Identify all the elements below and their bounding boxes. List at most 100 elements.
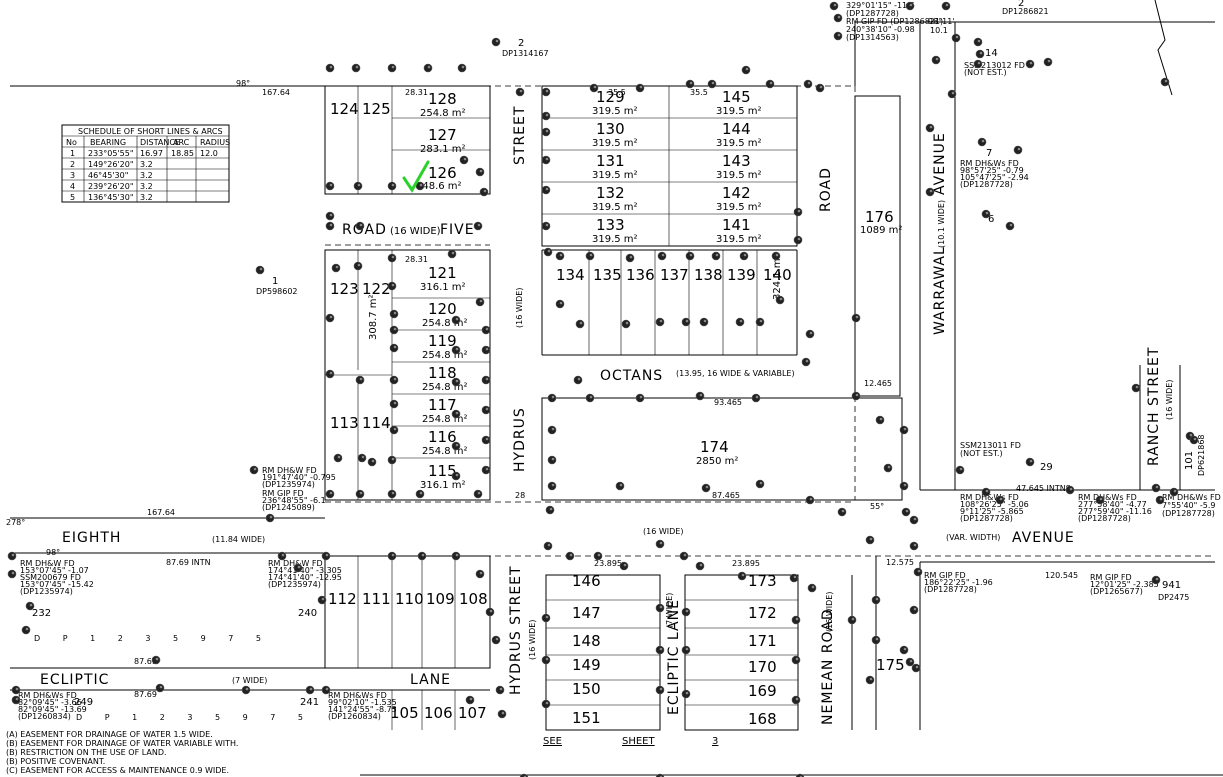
- survey-peg-highlight: [455, 473, 459, 477]
- dim: 35.5: [608, 88, 626, 97]
- survey-peg-icon: [555, 251, 565, 261]
- dim: 12.465: [864, 379, 892, 388]
- lot-number: 135: [593, 266, 622, 284]
- survey-peg-icon: [909, 541, 919, 551]
- survey-peg-highlight: [755, 395, 759, 399]
- survey-peg-highlight: [875, 637, 879, 641]
- survey-peg-icon: [325, 181, 335, 191]
- survey-peg-highlight: [639, 85, 643, 89]
- dim: 28.31: [405, 255, 428, 264]
- survey-peg-highlight: [421, 553, 425, 557]
- survey-peg-icon: [685, 251, 695, 261]
- survey-peg-highlight: [913, 517, 917, 521]
- survey-peg-icon: [255, 265, 265, 275]
- sheet-number: 3: [712, 736, 718, 747]
- survey-peg-icon: [387, 455, 397, 465]
- survey-peg-highlight: [685, 609, 689, 613]
- survey-peg-highlight: [705, 485, 709, 489]
- lot-number: 141: [722, 216, 751, 234]
- dimensions: 98° 167.64 167.64 278° 98° 87.69 INTN 87…: [6, 17, 1078, 699]
- survey-peg-highlight: [869, 677, 873, 681]
- survey-peg-highlight: [797, 237, 801, 241]
- survey-peg-icon: [833, 31, 843, 41]
- survey-peg-icon: [1025, 59, 1035, 69]
- survey-peg-highlight: [479, 571, 483, 575]
- survey-peg-highlight: [329, 65, 333, 69]
- survey-note: 277°59'40" -11.16: [1078, 507, 1152, 516]
- survey-peg-icon: [325, 313, 335, 323]
- survey-peg-highlight: [391, 255, 395, 259]
- lot-number: 232: [32, 608, 51, 619]
- survey-peg-icon: [851, 391, 861, 401]
- survey-peg-highlight: [739, 319, 743, 323]
- survey-peg-highlight: [501, 711, 505, 715]
- survey-peg-icon: [367, 457, 377, 467]
- survey-peg-icon: [871, 635, 881, 645]
- survey-peg-icon: [573, 375, 583, 385]
- survey-peg-highlight: [499, 687, 503, 691]
- survey-peg-icon: [155, 683, 165, 693]
- survey-peg-icon: [807, 583, 817, 593]
- lot-area: 254.8 m²: [422, 414, 468, 425]
- lot-number: 113: [330, 414, 359, 432]
- lot-number: 147: [572, 604, 601, 622]
- schedule-cell: 46°45'30": [88, 171, 128, 180]
- survey-peg-icon: [833, 13, 843, 23]
- survey-peg-highlight: [879, 417, 883, 421]
- survey-peg-highlight: [297, 565, 301, 569]
- survey-peg-highlight: [745, 67, 749, 71]
- survey-peg-icon: [925, 187, 935, 197]
- warrawal-label: WARRAWAL: [932, 246, 948, 335]
- survey-peg-icon: [451, 315, 461, 325]
- survey-peg-icon: [635, 83, 645, 93]
- lot-area: 319.5 m²: [716, 234, 762, 245]
- survey-peg-highlight: [659, 647, 663, 651]
- survey-note: SSM213011 FD: [960, 441, 1021, 450]
- checkmark-icon: [402, 160, 430, 193]
- survey-peg-icon: [447, 249, 457, 259]
- survey-peg-highlight: [769, 81, 773, 85]
- survey-peg-highlight: [629, 255, 633, 259]
- survey-peg-highlight: [625, 321, 629, 325]
- schedule-header: RADIUS: [200, 138, 230, 147]
- lot-number: 176: [865, 208, 894, 226]
- survey-peg-icon: [905, 657, 915, 667]
- survey-peg-highlight: [793, 575, 797, 579]
- survey-peg-icon: [541, 155, 551, 165]
- survey-note: (DP1287728): [1078, 514, 1131, 523]
- lot-number: 110: [395, 590, 424, 608]
- survey-peg-highlight: [955, 35, 959, 39]
- survey-peg-highlight: [623, 563, 627, 567]
- lot-number: 106: [424, 704, 453, 722]
- lot-number: 116: [428, 428, 457, 446]
- survey-peg-highlight: [685, 691, 689, 695]
- survey-peg-highlight: [855, 393, 859, 397]
- survey-peg-icon: [739, 251, 749, 261]
- survey-peg-highlight: [699, 393, 703, 397]
- dim: 167.64: [262, 88, 290, 97]
- survey-peg-icon: [655, 645, 665, 655]
- survey-peg-icon: [575, 319, 585, 329]
- avenue-top-label: AVENUE: [932, 132, 948, 195]
- dp-label: DP598602: [256, 287, 298, 296]
- survey-peg-highlight: [309, 687, 313, 691]
- survey-peg-highlight: [743, 253, 747, 257]
- survey-peg-highlight: [391, 183, 395, 187]
- survey-peg-icon: [265, 513, 275, 523]
- road-labels: ROAD (16 WIDE) FIVE STREET OCTANS (13.95…: [40, 106, 1174, 725]
- survey-peg-highlight: [329, 315, 333, 319]
- survey-peg-highlight: [805, 359, 809, 363]
- survey-peg-highlight: [485, 377, 489, 381]
- survey-peg-icon: [793, 235, 803, 245]
- survey-note: (NOT EST.): [964, 68, 1007, 77]
- survey-peg-icon: [321, 551, 331, 561]
- survey-peg-highlight: [393, 345, 397, 349]
- survey-peg-icon: [541, 699, 551, 709]
- dim: 23.895: [732, 559, 760, 568]
- survey-peg-icon: [543, 247, 553, 257]
- survey-peg-icon: [481, 435, 491, 445]
- survey-peg-highlight: [779, 297, 783, 301]
- survey-peg-icon: [355, 221, 365, 231]
- survey-peg-icon: [981, 487, 991, 497]
- survey-peg-highlight: [1009, 223, 1013, 227]
